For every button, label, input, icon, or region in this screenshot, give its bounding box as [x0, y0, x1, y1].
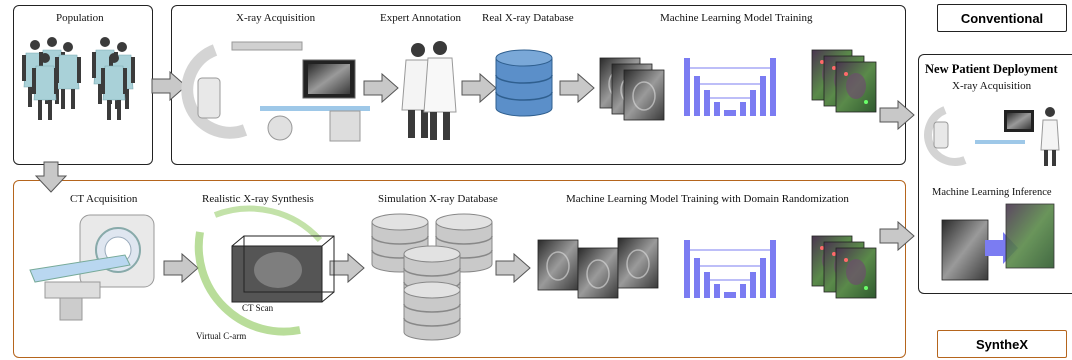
carm-machine-icon — [181, 41, 370, 142]
arrow-synthesis-to-simdb — [329, 253, 365, 283]
deployment-carm-icon — [924, 106, 1060, 166]
expert-annotators-icon — [401, 41, 457, 140]
arrow-population-to-ct — [34, 161, 68, 193]
arrow-expert-to-db — [461, 73, 497, 103]
ct-scan-label: CT Scan — [242, 303, 274, 313]
unet-top-icon — [683, 57, 777, 117]
expert-annotation-label: Expert Annotation — [380, 12, 461, 24]
ml-training-dr-label: Machine Learning Model Training with Dom… — [566, 193, 849, 205]
simulation-database-icon — [371, 213, 493, 341]
conventional-tag: Conventional — [937, 4, 1067, 32]
real-xray-database-icon — [495, 49, 553, 117]
deployment-xray-label: X-ray Acquisition — [952, 80, 1032, 92]
unet-bottom-icon — [683, 239, 777, 299]
arrow-simdb-to-training — [495, 253, 531, 283]
population-people — [21, 36, 136, 121]
real-xray-stack — [599, 57, 665, 121]
arrow-ct-to-synthesis — [163, 253, 199, 283]
real-xray-database-label: Real X-ray Database — [482, 12, 574, 24]
xray-synthesis-label: Realistic X-ray Synthesis — [202, 193, 314, 205]
segmentation-output-top — [811, 49, 877, 113]
population-label: Population — [56, 12, 104, 24]
arrow-synthex-to-deploy — [879, 221, 915, 251]
ml-training-label: Machine Learning Model Training — [660, 12, 813, 24]
xray-acquisition-label: X-ray Acquisition — [236, 12, 316, 24]
synthetic-xray-stack — [537, 237, 659, 299]
synthex-tag: SyntheX — [937, 330, 1067, 358]
deployment-inference-label: Machine Learning Inference — [932, 187, 1052, 198]
ct-scanner-icon — [29, 214, 155, 321]
deployment-inference-icon — [941, 203, 1055, 281]
arrow-db-to-training — [559, 73, 595, 103]
virtual-carm-label: Virtual C-arm — [196, 331, 247, 341]
arrow-xray-to-expert — [363, 73, 399, 103]
segmentation-output-bottom — [811, 235, 877, 299]
arrow-population-to-xray — [151, 71, 187, 101]
simulation-database-label: Simulation X-ray Database — [378, 193, 498, 205]
arrow-conventional-to-deploy — [879, 100, 915, 130]
ct-acquisition-label: CT Acquisition — [70, 193, 138, 205]
deployment-title: New Patient Deployment — [925, 62, 1058, 76]
synthesis-icon — [194, 205, 335, 336]
